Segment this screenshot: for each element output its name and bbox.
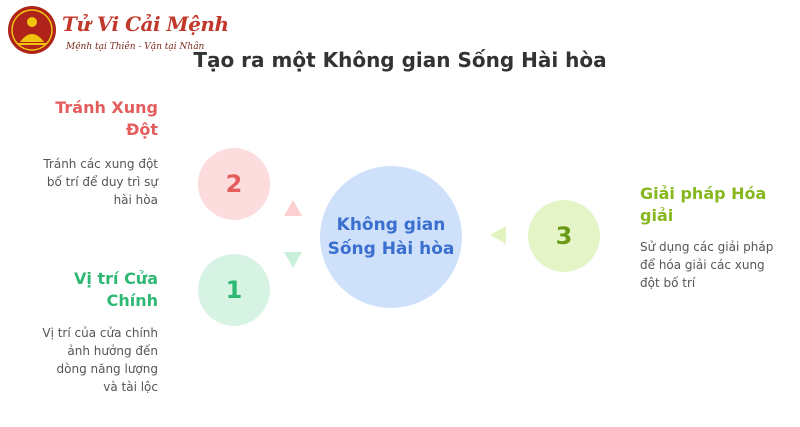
step-3-heading: Giải pháp Hóa giải bbox=[640, 184, 767, 225]
brand-tagline: Mệnh tại Thiên - Vận tại Nhân bbox=[66, 42, 205, 52]
center-concept-circle: Không gian Sống Hài hòa bbox=[320, 166, 462, 308]
step-2-circle: 2 bbox=[198, 148, 270, 220]
center-label-line-2: Sống Hài hòa bbox=[327, 239, 455, 259]
arrow-down-icon bbox=[284, 252, 302, 268]
buddha-logo-icon bbox=[8, 6, 56, 54]
step-2-description: Tránh các xung đột bố trí để duy trì sự … bbox=[43, 157, 158, 207]
step-2-heading: Tránh Xung Đột bbox=[55, 98, 158, 139]
step-1-circle: 1 bbox=[198, 254, 270, 326]
arrow-up-icon bbox=[284, 200, 302, 216]
arrow-left-icon bbox=[490, 226, 506, 244]
center-label-line-1: Không gian bbox=[336, 215, 446, 235]
brand-logo[interactable]: Tử Vi Cải Mệnh Mệnh tại Thiên - Vận tại … bbox=[6, 4, 229, 60]
step-1-heading: Vị trí Cửa Chính bbox=[74, 269, 158, 310]
step-3-circle: 3 bbox=[528, 200, 600, 272]
page-title: Tạo ra một Không gian Sống Hài hòa bbox=[193, 48, 607, 72]
step-3-description: Sử dụng các giải pháp để hóa giải các xu… bbox=[640, 240, 774, 290]
step-1-description: Vị trí của cửa chính ảnh hưởng đến dòng … bbox=[42, 326, 158, 394]
brand-name: Tử Vi Cải Mệnh bbox=[62, 12, 229, 36]
